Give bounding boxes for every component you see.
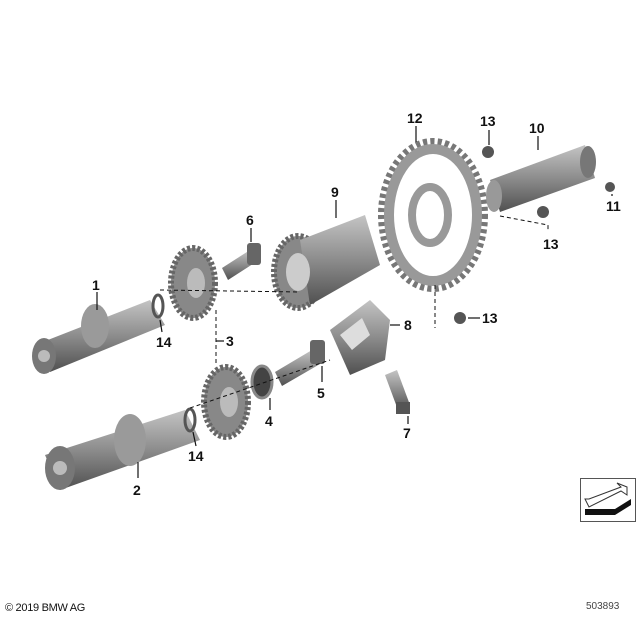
tensioner-part[interactable] — [330, 300, 390, 375]
label-7: 7 — [403, 425, 411, 441]
screw-11[interactable] — [605, 182, 615, 192]
camshaft-exhaust[interactable] — [45, 410, 200, 490]
label-5: 5 — [317, 385, 325, 401]
label-4: 4 — [265, 413, 273, 429]
label-12: 12 — [407, 110, 423, 126]
screw-13-mid[interactable] — [537, 206, 549, 218]
bolt-6[interactable] — [222, 243, 261, 280]
screw-13-low[interactable] — [454, 312, 466, 324]
label-13-top: 13 — [480, 113, 496, 129]
label-2: 2 — [133, 482, 141, 498]
sprocket-hub[interactable] — [271, 215, 380, 311]
bolt-7[interactable] — [385, 370, 410, 414]
washer-upper[interactable] — [151, 293, 165, 319]
washer-lower[interactable] — [183, 407, 197, 433]
label-13-low: 13 — [482, 310, 498, 326]
copyright-text: © 2019 BMW AG — [5, 602, 86, 614]
shaft[interactable] — [486, 145, 596, 212]
label-9: 9 — [331, 184, 339, 200]
label-14-lower: 14 — [188, 448, 204, 464]
label-14-upper: 14 — [156, 334, 172, 350]
arrow-icon — [584, 482, 631, 515]
camshaft-sprocket[interactable] — [378, 138, 488, 292]
gear-lower[interactable] — [201, 364, 251, 440]
label-8: 8 — [404, 317, 412, 333]
label-3: 3 — [226, 333, 234, 349]
leader-lines — [96, 126, 613, 478]
label-6: 6 — [246, 212, 254, 228]
bearing[interactable] — [250, 364, 274, 400]
bolt-5[interactable] — [275, 340, 325, 386]
label-13-mid: 13 — [543, 236, 559, 252]
label-11: 11 — [606, 198, 621, 214]
label-10: 10 — [529, 120, 545, 136]
diagram-number: 503893 — [586, 601, 620, 612]
label-1: 1 — [92, 277, 100, 293]
navigation-arrow-button[interactable] — [580, 478, 636, 522]
screw-13-top[interactable] — [482, 146, 494, 158]
camshaft-intake[interactable] — [32, 300, 165, 374]
gear-upper[interactable] — [168, 245, 218, 321]
